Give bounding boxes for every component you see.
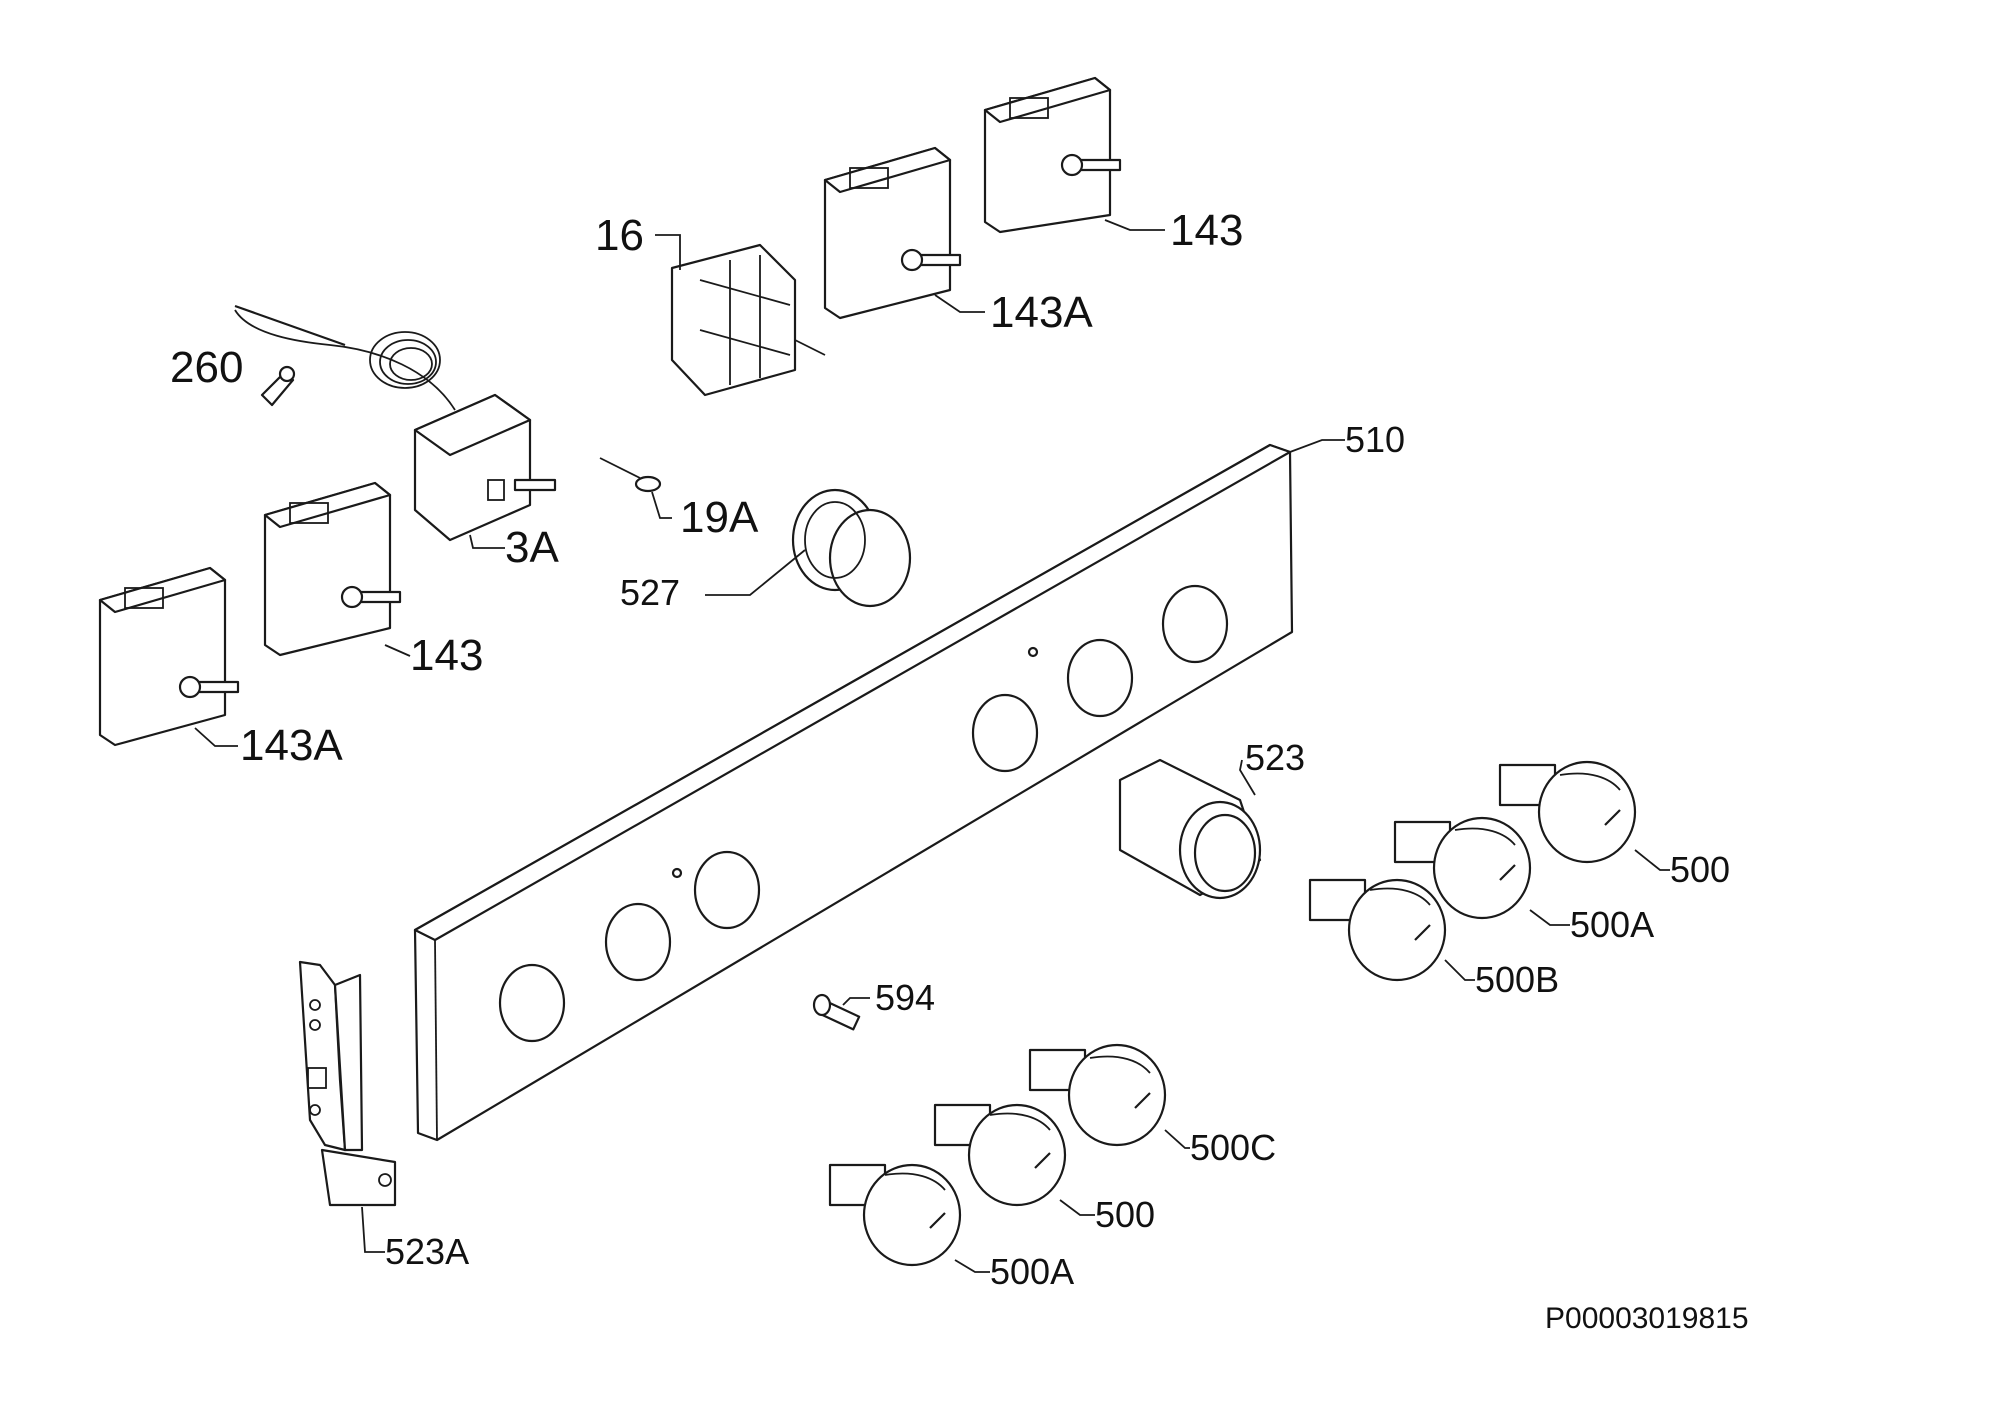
callout-523: 523 <box>1245 737 1305 778</box>
callout-527: 527 <box>620 572 680 613</box>
leader-lines <box>194 219 1670 1273</box>
callout-143A-left: 143A <box>240 721 343 770</box>
indicator-light-523 <box>1118 758 1262 900</box>
rotary-switch-143-top <box>983 76 1122 234</box>
knob-500A-right <box>1393 816 1532 920</box>
callout-500A-right: 500A <box>1570 904 1654 945</box>
callout-260: 260 <box>170 343 243 392</box>
knob-500C <box>1028 1043 1167 1147</box>
screw-594 <box>812 993 861 1031</box>
selector-frame-16 <box>670 243 826 397</box>
knob-500B <box>1308 878 1447 982</box>
callout-19A: 19A <box>680 493 759 542</box>
callout-500C: 500C <box>1190 1127 1276 1168</box>
lamp-19A <box>599 457 662 493</box>
knob-500-bottom <box>933 1103 1067 1207</box>
callout-500-right: 500 <box>1670 849 1730 890</box>
callout-143A-top: 143A <box>990 288 1093 337</box>
drawing-number: P00003019815 <box>1545 1302 1749 1335</box>
screw-260 <box>260 365 296 407</box>
callout-500A-bottom: 500A <box>990 1251 1074 1292</box>
rotary-switch-143A-left <box>98 566 240 747</box>
callout-510: 510 <box>1345 419 1405 460</box>
bezel-ring-527 <box>791 488 912 608</box>
rotary-switch-143A-top <box>823 146 962 320</box>
knob-500-right <box>1498 760 1637 864</box>
callout-143-top: 143 <box>1170 206 1243 255</box>
callout-523A: 523A <box>385 1231 469 1272</box>
callout-594: 594 <box>875 977 935 1018</box>
bracket-523A <box>298 960 397 1207</box>
knob-500A-bottom <box>828 1163 962 1267</box>
callout-labels: 143 143A 16 260 510 19A 3A 527 143 143A … <box>170 206 1730 1292</box>
thermostat-3A <box>234 304 557 542</box>
callout-500B: 500B <box>1475 959 1559 1000</box>
callout-143-left: 143 <box>410 631 483 680</box>
callout-16: 16 <box>595 211 644 260</box>
rotary-switch-143-left <box>263 481 402 657</box>
control-panel-510 <box>413 443 1294 1142</box>
callout-500-bottom: 500 <box>1095 1194 1155 1235</box>
callout-3A: 3A <box>505 523 559 572</box>
